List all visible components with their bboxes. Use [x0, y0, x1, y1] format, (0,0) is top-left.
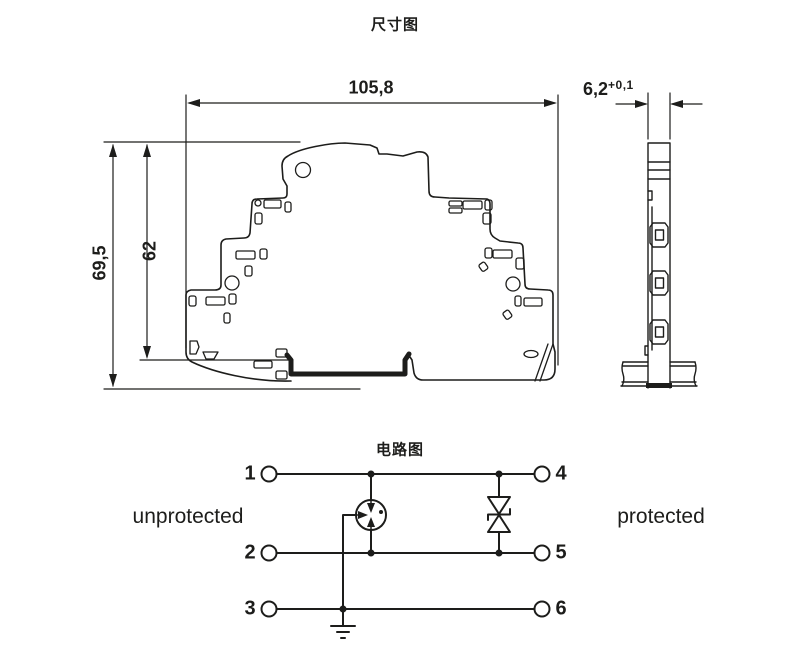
terminal-label-1: 1	[244, 462, 256, 485]
terminal-circle-3	[260, 600, 278, 618]
junction-dot	[495, 549, 503, 557]
junction-dot	[495, 470, 503, 478]
dimension-depth-6-2	[615, 92, 703, 140]
terminal-clamp-icon	[649, 270, 669, 296]
width-dimension-label: 105,8	[348, 77, 394, 98]
terminal-circle-1	[260, 465, 278, 483]
edge-body-outline	[647, 142, 671, 389]
dimension-width-105-8	[185, 94, 559, 366]
module-side-profile	[185, 142, 556, 382]
terminal-circle-5	[533, 544, 551, 562]
edge-step	[644, 345, 649, 356]
terminal-clamp-icon	[649, 222, 669, 248]
tvs-diode-icon	[487, 473, 511, 554]
protected-label: protected	[617, 505, 705, 528]
terminal-label-5: 5	[555, 541, 567, 564]
terminal-circle-4	[533, 465, 551, 483]
arrow-up-icon	[109, 144, 117, 157]
module-outline	[185, 142, 556, 382]
depth-value: 6,2	[583, 79, 609, 99]
hole-mid-right	[505, 276, 521, 292]
circuit-diagram	[260, 465, 551, 639]
terminal-label-6: 6	[555, 597, 567, 620]
hole-mid-left	[224, 275, 240, 291]
junction-dot	[367, 470, 375, 478]
arrow-down-icon	[109, 374, 117, 387]
ground-icon	[330, 608, 356, 639]
terminal-label-4: 4	[555, 462, 567, 485]
terminal-label-3: 3	[244, 597, 256, 620]
arrow-left-icon	[187, 99, 200, 107]
terminal-circle-2	[260, 544, 278, 562]
terminal-label-2: 2	[244, 541, 256, 564]
junction-dot	[339, 605, 347, 613]
depth-dimension-label: 6,2+0,1	[583, 78, 634, 100]
circuit-diagram-title: 电路图	[375, 441, 425, 459]
arrow-left-icon	[670, 100, 683, 108]
dimension-drawing-title: 尺寸图	[370, 16, 420, 34]
depth-tolerance: +0,1	[608, 78, 634, 92]
inner-height-dimension-label: 62	[139, 240, 160, 262]
module-detail-features	[188, 161, 554, 382]
arrow-right-icon	[635, 100, 648, 108]
unprotected-label: unprotected	[132, 505, 244, 528]
module-edge-view	[620, 142, 698, 389]
terminal-circle-6	[533, 600, 551, 618]
edge-notch	[647, 190, 653, 201]
din-rail-cross-section	[620, 361, 698, 388]
terminal-clamp-icon	[649, 319, 669, 345]
earth-lead-wire	[342, 514, 357, 610]
hole-top-left	[294, 161, 312, 179]
arrow-down-icon	[143, 346, 151, 359]
dimension-height-62	[139, 144, 294, 361]
dimension-height-69-5	[103, 141, 361, 390]
latch-hatch	[534, 343, 549, 382]
arrow-up-icon	[143, 144, 151, 157]
gas-discharge-tube-icon	[355, 473, 387, 554]
din-rail-channel	[284, 351, 412, 377]
junction-dot	[367, 549, 375, 557]
arrow-right-icon	[544, 99, 557, 107]
latch-hatch	[539, 343, 554, 382]
outer-height-dimension-label: 69,5	[89, 245, 110, 281]
